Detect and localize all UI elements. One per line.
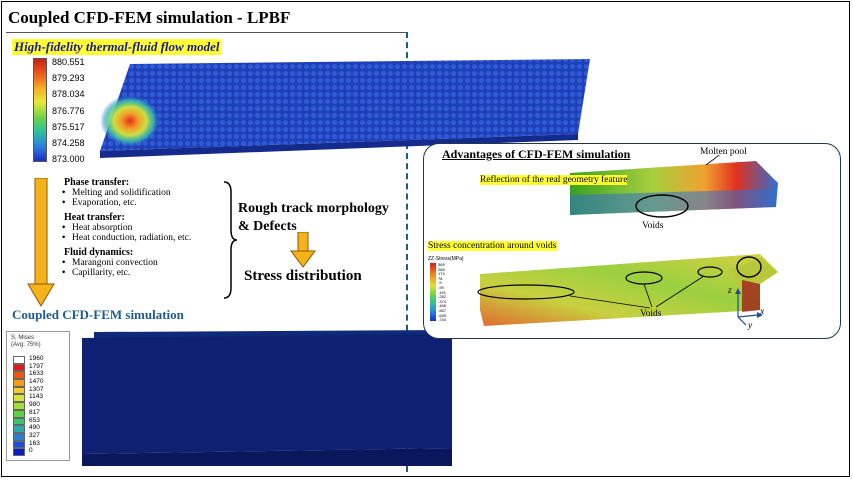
zz-stress-value: -557 <box>438 308 447 313</box>
cbar-label: 878.034 <box>52 89 85 99</box>
mises-swatch <box>13 448 25 456</box>
mises-swatch <box>13 440 25 449</box>
mises-swatch <box>13 402 25 410</box>
mises-swatch <box>13 386 25 395</box>
mises-value: 1960 <box>29 355 44 362</box>
mises-swatch <box>13 371 25 380</box>
zz-stress-value: -740 <box>438 317 447 323</box>
title-underline <box>6 32 406 33</box>
heat-transfer-heading: Heat transfer: <box>64 212 125 223</box>
zz-stress-value: 78 <box>438 275 443 281</box>
mises-swatch <box>13 379 25 387</box>
mises-legend-title: S, Mises <box>11 335 35 341</box>
dashed-divider <box>406 32 408 472</box>
voids-top-label: Voids <box>642 221 664 231</box>
cbar-label: 880.551 <box>52 57 85 67</box>
mises-value: 1633 <box>29 370 44 378</box>
mises-value: 980 <box>29 401 40 409</box>
stress-distribution-label: Stress distribution <box>244 268 362 284</box>
zz-stress-value: -282 <box>438 294 447 300</box>
cfd-powder-bed-image <box>100 59 590 158</box>
outcome-line-1: Rough track morphology <box>238 201 389 216</box>
zz-stress-value: -374 <box>438 298 447 304</box>
mises-swatches <box>13 356 25 456</box>
mises-legend-subtitle: (Avg: 75%) <box>11 342 41 348</box>
model-subtitle: High-fidelity thermal-fluid flow model <box>12 39 222 55</box>
small-down-arrow-icon <box>290 232 316 268</box>
cbar-label: 874.258 <box>52 138 85 148</box>
axis-z-label: z <box>728 286 732 296</box>
cbar-label: 875.517 <box>52 122 85 132</box>
list-item: Capillarity, etc. <box>62 268 224 278</box>
zz-stress-value: -9 <box>438 280 442 286</box>
axis-x-label: x <box>760 307 765 317</box>
reflection-label: Reflection of the real geometry feature <box>480 175 628 185</box>
advantages-title: Advantages of CFD-FEM simulation <box>442 147 631 161</box>
list-item: Evaporation, etc. <box>62 198 224 208</box>
zz-stress-colorbar <box>430 263 436 321</box>
phase-transfer-heading: Phase transfer: <box>64 177 130 188</box>
stress-concentration-label: Stress concentration around voids <box>428 241 557 251</box>
voids-bottom-label: Voids <box>640 309 662 319</box>
curly-brace-icon <box>223 181 238 299</box>
down-arrow-icon <box>27 178 55 307</box>
mises-swatch <box>13 409 25 418</box>
cbar-label: 873.000 <box>52 154 85 164</box>
mises-value: 490 <box>29 424 40 432</box>
mises-value: 0 <box>29 447 33 455</box>
physics-list: Phase transfer: Melting and solidificati… <box>62 177 224 278</box>
temperature-colorbar <box>33 58 47 162</box>
mises-value: 163 <box>29 439 40 447</box>
zz-stress-legend-title: ZZ-Stress(MPa) <box>428 256 464 262</box>
list-item: Heat absorption <box>62 223 224 233</box>
molten-pool-image <box>570 155 778 215</box>
zz-stress-value: -191 <box>438 289 447 295</box>
cbar-label: 879.293 <box>52 73 85 83</box>
mises-value: 1307 <box>29 385 44 393</box>
stress-field-image <box>477 254 778 326</box>
mises-swatch <box>13 432 25 441</box>
rough-track-label: Rough track morphology & Defects <box>238 200 389 236</box>
mises-swatch <box>13 363 25 372</box>
mises-value: 1470 <box>29 378 44 386</box>
axes-triad-icon <box>735 288 763 326</box>
list-item: Melting and solidification <box>62 188 224 198</box>
coupled-fem-label: Coupled CFD-FEM simulation <box>12 307 184 322</box>
molten-pool-label: Molten pool <box>700 147 747 157</box>
fluid-dynamics-heading: Fluid dynamics: <box>64 247 134 258</box>
mises-swatch <box>13 417 25 426</box>
mises-value: 817 <box>29 408 40 416</box>
temperature-colorbar-labels: 880.551 879.293 878.034 876.776 875.517 … <box>52 57 102 164</box>
axis-y-label: y <box>748 321 753 331</box>
zz-stress-value: -99 <box>438 285 444 290</box>
zz-stress-value: 174 <box>438 271 445 277</box>
mises-swatch <box>13 394 25 403</box>
zz-stress-value: 369 <box>438 262 445 267</box>
zz-stress-value: -466 <box>438 303 447 309</box>
list-item: Marangoni convection <box>62 258 224 268</box>
mises-value: 327 <box>29 431 40 439</box>
fem-mesh-block-image <box>82 330 452 466</box>
cbar-label: 876.776 <box>52 106 85 116</box>
mises-value: 1143 <box>29 393 43 401</box>
zz-stress-value: -649 <box>438 312 447 318</box>
mises-value: 1797 <box>29 362 44 370</box>
list-item: Heat conduction, radiation, etc. <box>62 233 224 243</box>
page-title: Coupled CFD-FEM simulation - LPBF <box>8 8 291 27</box>
mises-swatch <box>13 425 25 433</box>
mises-swatch <box>13 356 25 364</box>
void-ellipse-top <box>635 194 689 218</box>
mises-value: 653 <box>29 416 40 424</box>
outcome-line-2: & Defects <box>238 219 297 234</box>
zz-stress-value: 266 <box>438 266 445 272</box>
